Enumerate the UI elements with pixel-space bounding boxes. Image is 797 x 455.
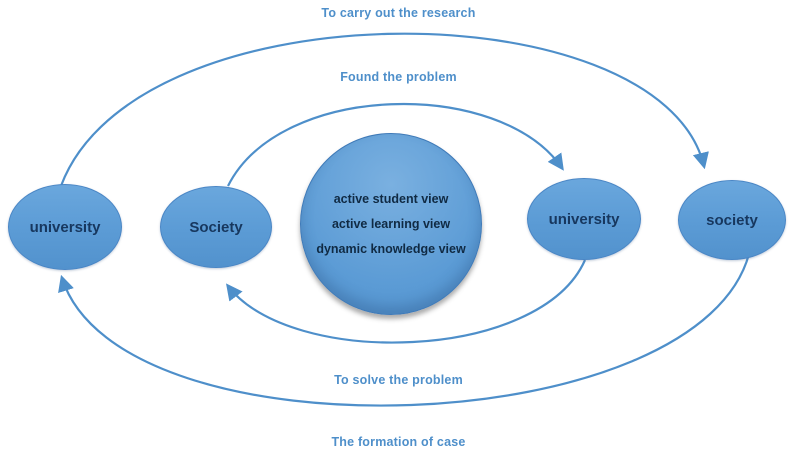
inner-bottom-arc-arrow (226, 259, 587, 344)
node-university-left-label: university (29, 218, 101, 236)
node-society-right-label: society (706, 211, 758, 229)
label-inner-bottom: To solve the problem (334, 373, 463, 387)
label-inner-top: Found the problem (340, 70, 457, 84)
outer-top-arc-arrow (56, 32, 709, 196)
label-outer-top: To carry out the research (321, 6, 476, 20)
node-university-right: university (527, 178, 641, 260)
center-line-active-student-view: active student view (333, 192, 449, 206)
node-society-left-label: Society (189, 218, 243, 236)
center-line-dynamic-knowledge-view: dynamic knowledge view (316, 242, 466, 256)
node-society-left: Society (160, 186, 272, 268)
center-line-active-learning-view: active learning view (331, 217, 451, 231)
inner-top-arc-arrow (227, 103, 564, 187)
node-university-left: university (8, 184, 122, 270)
label-outer-bottom: The formation of case (331, 435, 466, 449)
center-circle: active student view active learning view… (300, 133, 482, 315)
node-university-right-label: university (548, 210, 620, 228)
node-society-right: society (678, 180, 786, 260)
outer-bottom-arc-arrow (58, 249, 752, 407)
